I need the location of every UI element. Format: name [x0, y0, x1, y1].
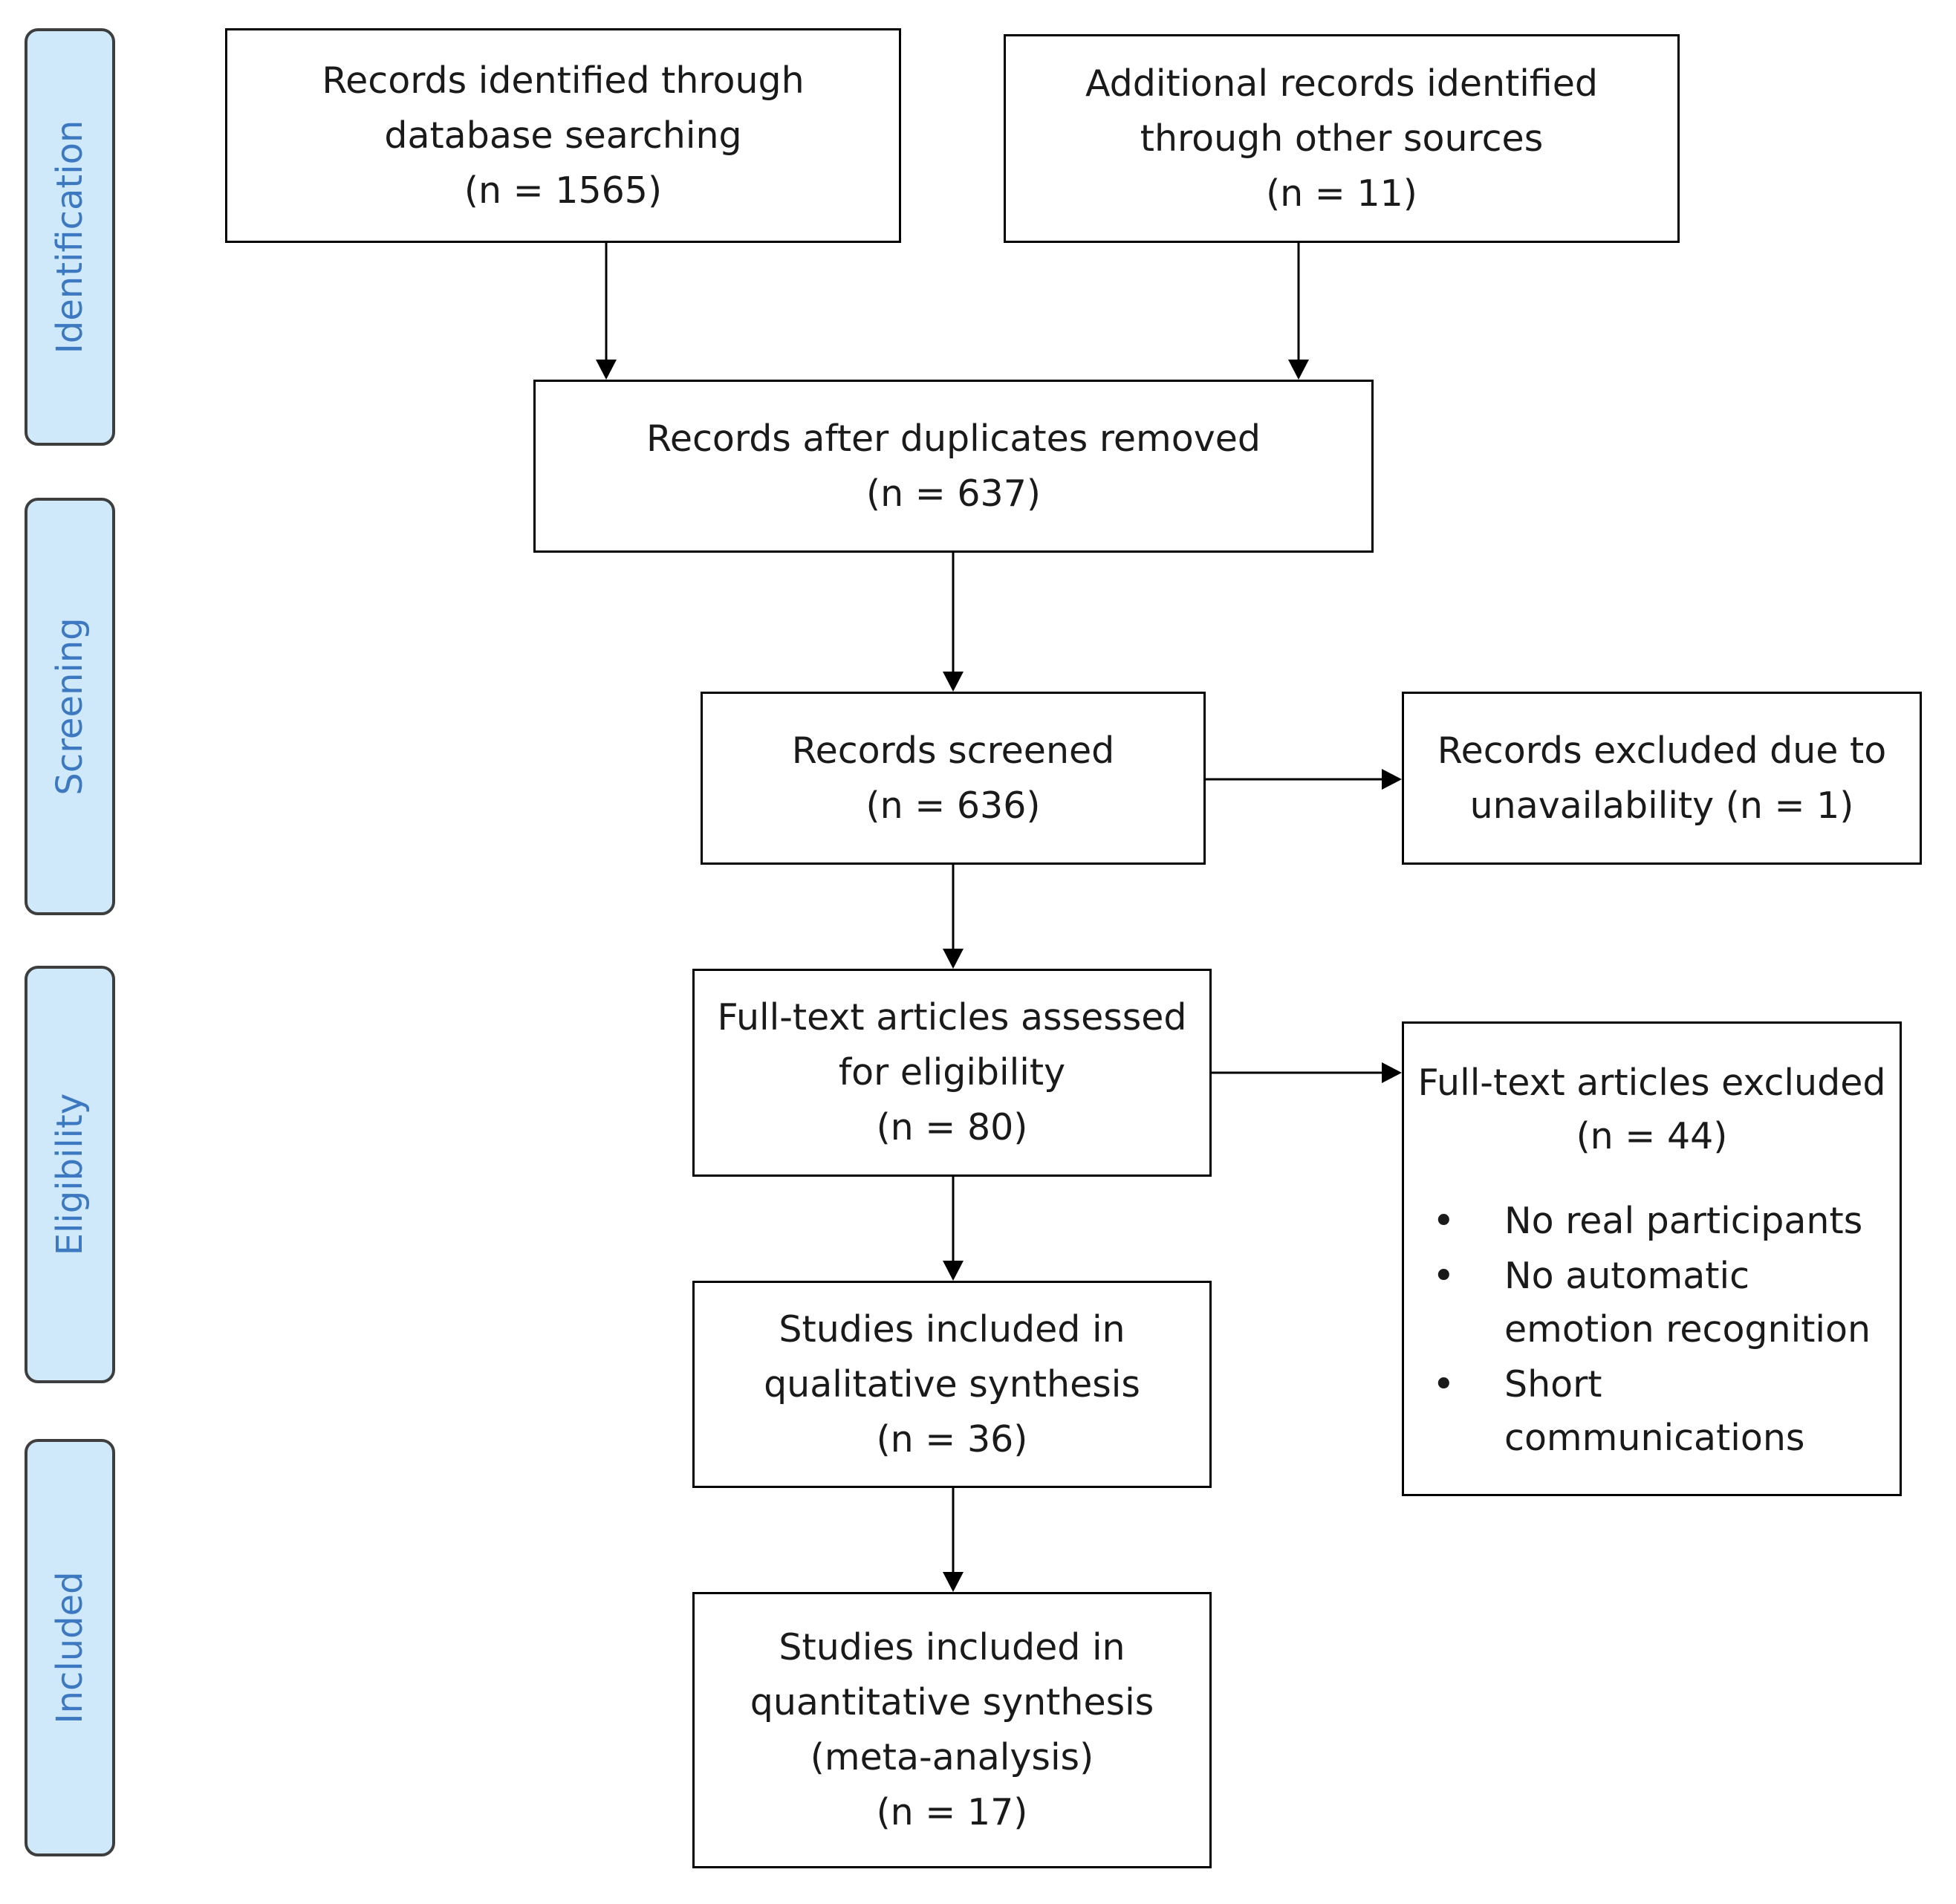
excluded-unavailable-box: Records excluded due to unavailability (…: [1402, 692, 1922, 865]
phase-identification: Identification: [25, 28, 115, 446]
arrowhead-database: [596, 360, 617, 380]
phase-included: Included: [25, 1439, 115, 1856]
fulltext-assessed-count: (n = 80): [876, 1106, 1028, 1148]
arrowhead-screened: [943, 949, 964, 969]
other-sources-line-2: through other sources: [1140, 117, 1544, 160]
duplicates-removed-box: Records after duplicates removed (n = 63…: [533, 380, 1374, 553]
arrowhead-qualitative: [943, 1261, 964, 1281]
quantitative-line-2: quantitative synthesis: [750, 1681, 1154, 1723]
database-search-count: (n = 1565): [464, 169, 663, 212]
quantitative-line-1: Studies included in: [779, 1626, 1125, 1669]
qualitative-synthesis-box: Studies included in qualitative synthesi…: [692, 1281, 1212, 1488]
qualitative-line-1: Studies included in: [779, 1307, 1125, 1351]
screened-count: (n = 636): [865, 784, 1041, 827]
exclusion-reason: Short communications: [1404, 1358, 1900, 1465]
database-search-box: Records identified through database sear…: [225, 28, 901, 243]
screened-line-1: Records screened: [791, 729, 1115, 772]
excluded-unavailable-line-2: unavailability (n = 1): [1469, 784, 1854, 827]
fulltext-assessed-box: Full-text articles assessed for eligibil…: [692, 969, 1212, 1177]
fulltext-excluded-title: Full-text articles excluded: [1417, 1062, 1886, 1104]
arrowhead-duplicates: [943, 672, 964, 692]
other-sources-box: Additional records identified through ot…: [1004, 34, 1680, 243]
fulltext-excluded-count: (n = 44): [1576, 1115, 1728, 1157]
qualitative-line-2: qualitative synthesis: [764, 1362, 1140, 1406]
other-sources-count: (n = 11): [1266, 172, 1417, 215]
arrowhead-excluded: [1382, 1062, 1402, 1083]
database-search-line-1: Records identified through: [322, 59, 805, 102]
quantitative-synthesis-box: Studies included in quantitative synthes…: [692, 1592, 1212, 1868]
exclusion-reasons-list: No real participants No automatic emotio…: [1404, 1195, 1900, 1465]
exclusion-reason: No automatic emotion recognition: [1404, 1250, 1900, 1356]
arrowhead-other: [1288, 360, 1309, 380]
duplicates-removed-count: (n = 637): [865, 472, 1042, 515]
qualitative-count: (n = 36): [876, 1417, 1028, 1461]
quantitative-count: (n = 17): [876, 1791, 1028, 1833]
excluded-unavailable-line-1: Records excluded due to: [1437, 729, 1887, 772]
screened-box: Records screened (n = 636): [701, 692, 1206, 865]
exclusion-reason: No real participants: [1404, 1195, 1900, 1248]
phase-screening: Screening: [25, 498, 115, 915]
duplicates-removed-line-1: Records after duplicates removed: [646, 417, 1261, 460]
fulltext-assessed-line-2: for eligibility: [838, 1051, 1066, 1094]
arrowhead-unavailable: [1382, 769, 1402, 790]
phase-eligibility: Eligibility: [25, 966, 115, 1383]
database-search-line-2: database searching: [384, 114, 742, 157]
arrowhead-quantitative: [943, 1572, 964, 1592]
fulltext-excluded-box: Full-text articles excluded (n = 44) No …: [1402, 1021, 1902, 1496]
fulltext-assessed-line-1: Full-text articles assessed: [717, 996, 1187, 1039]
other-sources-line-1: Additional records identified: [1085, 62, 1599, 105]
quantitative-line-3: (meta-analysis): [810, 1736, 1094, 1778]
